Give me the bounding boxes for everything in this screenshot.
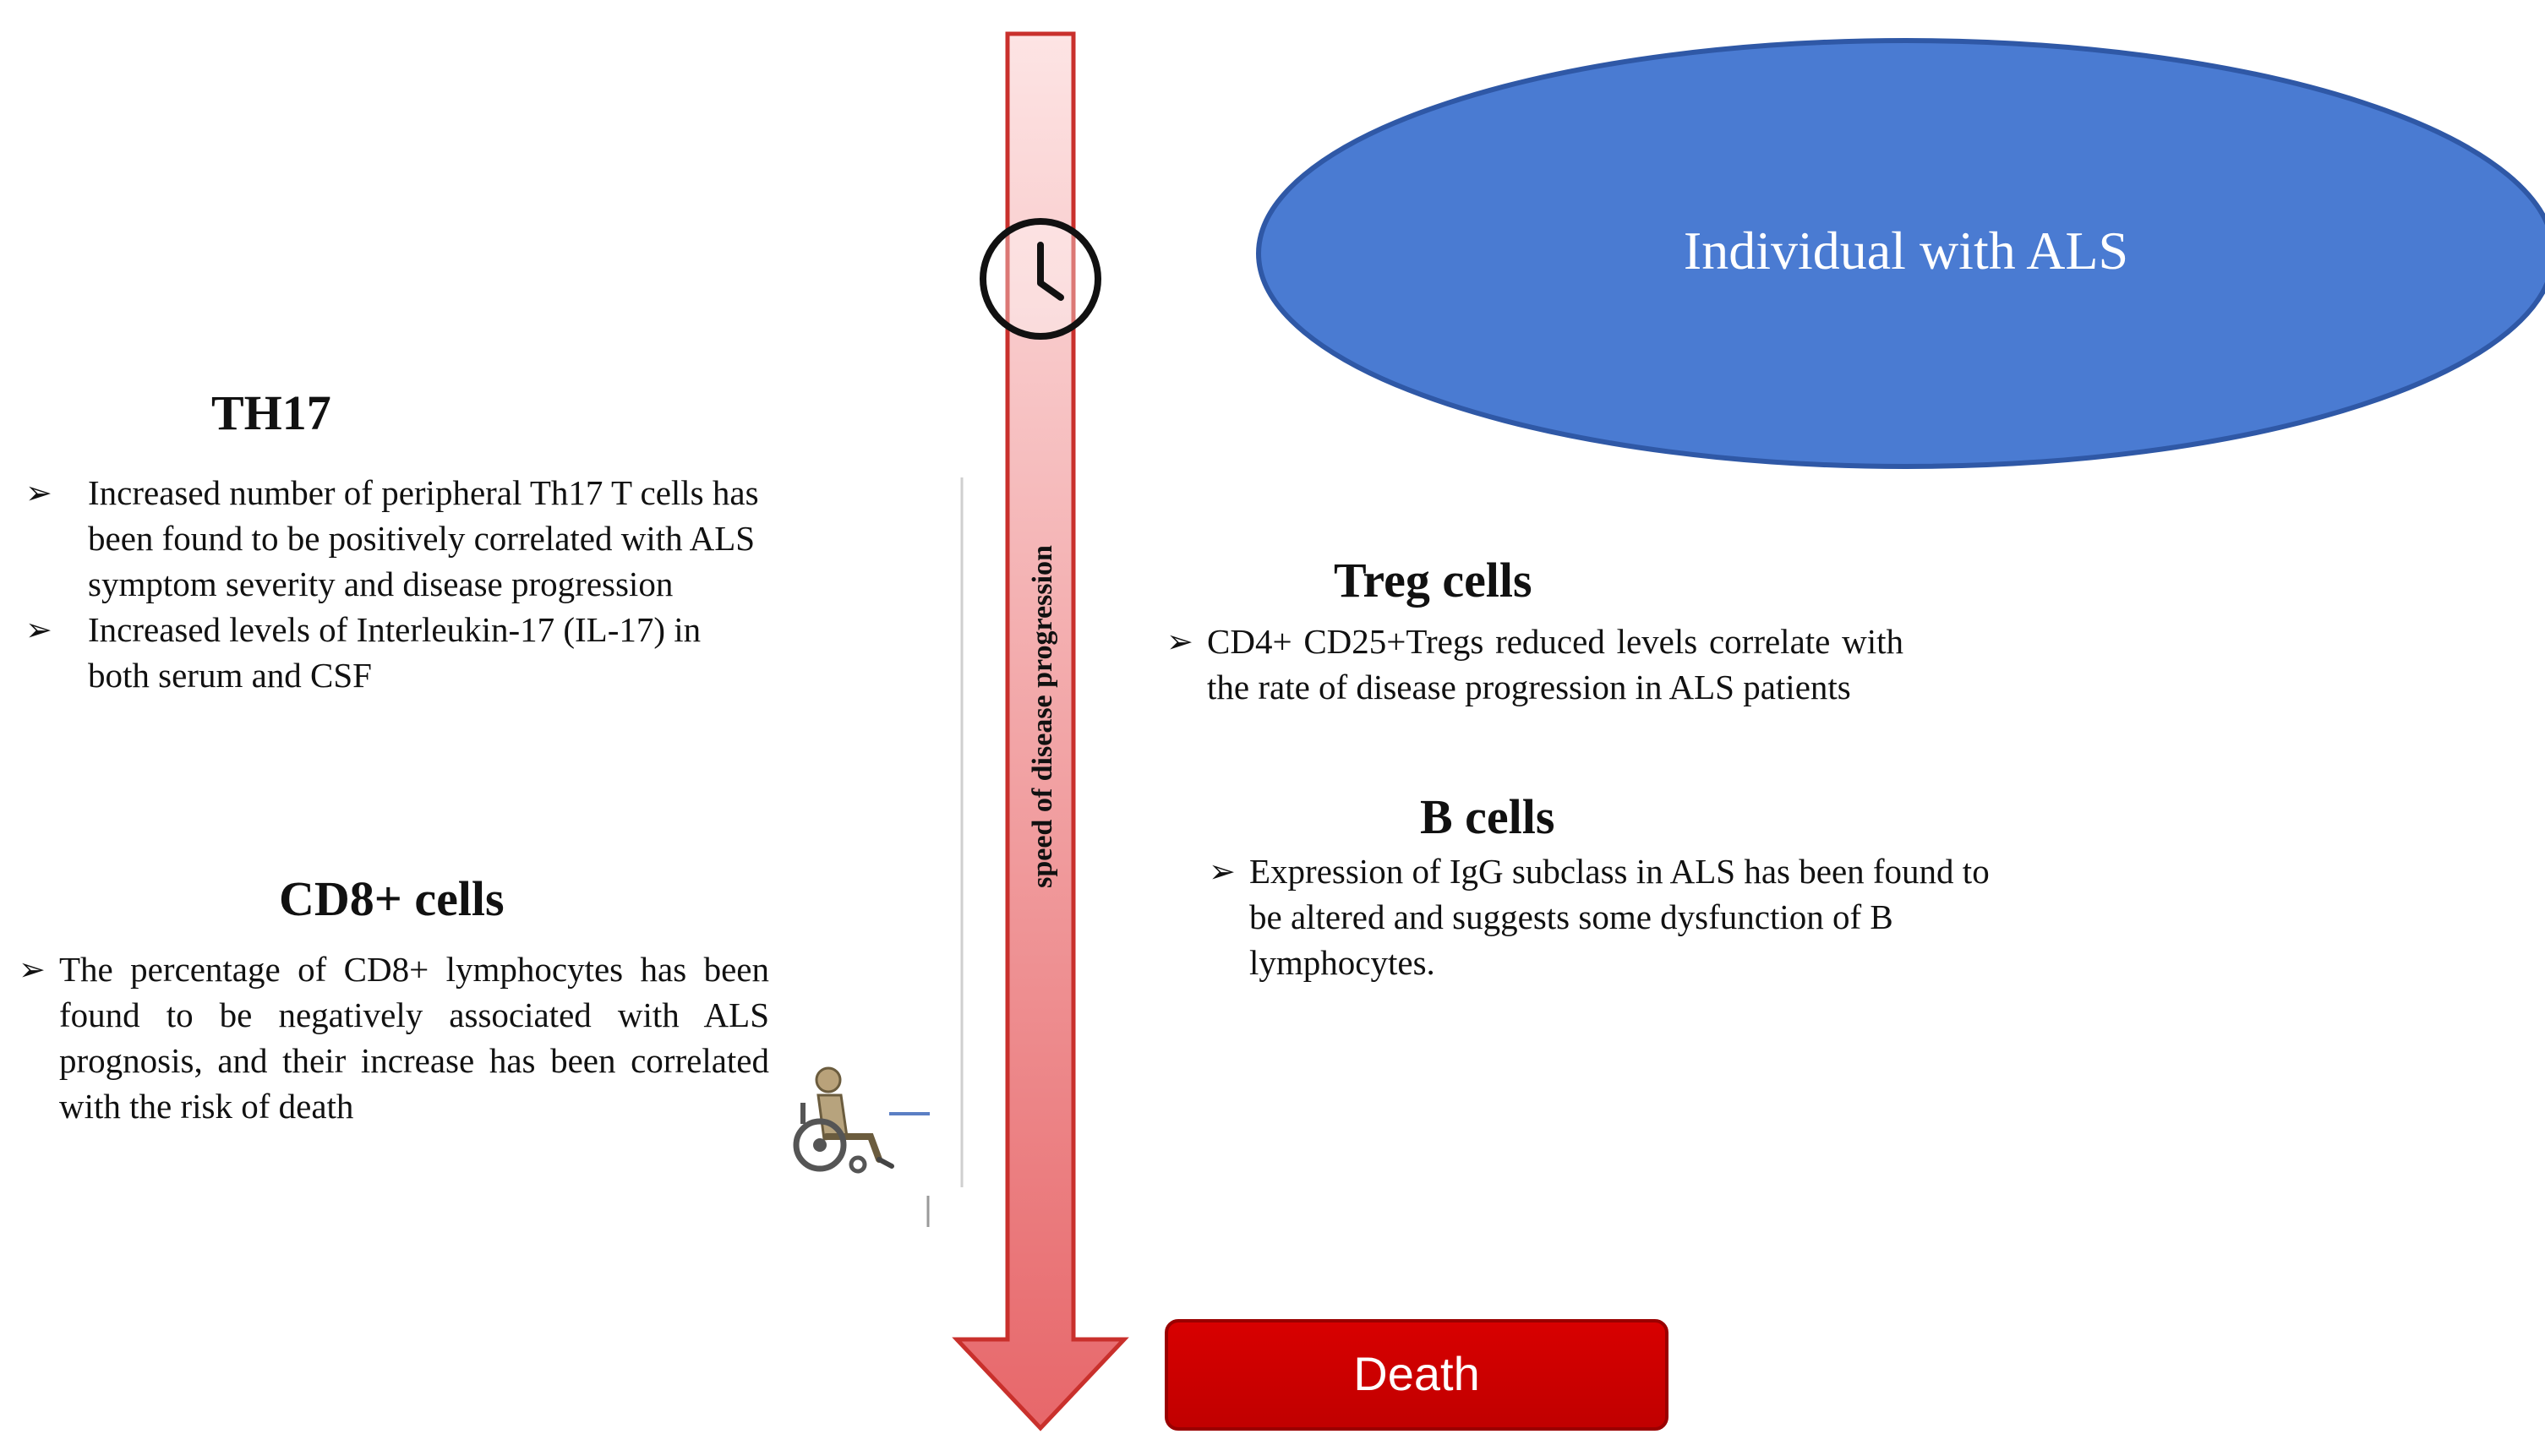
cd8-list: ➢ The percentage of CD8+ lymphocytes has…: [19, 946, 769, 1129]
wheelchair-icon: [793, 1066, 894, 1174]
cd8-item-1: The percentage of CD8+ lymphocytes has b…: [59, 950, 769, 1126]
list-item: ➢ The percentage of CD8+ lymphocytes has…: [19, 946, 769, 1129]
th17-title: TH17: [211, 385, 331, 440]
treg-title: Treg cells: [1334, 553, 1532, 608]
th17-item-1: Increased number of peripheral Th17 T ce…: [88, 473, 759, 603]
death-box: Death: [1165, 1319, 1668, 1431]
list-item: ➢ Expression of IgG subclass in ALS has …: [1209, 848, 2020, 985]
individual-ellipse: Individual with ALS: [1256, 38, 2545, 469]
timeline-label: speed of disease progression: [1027, 545, 1058, 888]
arrow-bullet-icon: ➢: [1166, 623, 1193, 660]
treg-list: ➢ CD4+ CD25+Tregs reduced levels correla…: [1166, 619, 1903, 710]
bcells-list: ➢ Expression of IgG subclass in ALS has …: [1209, 848, 2020, 985]
ellipse-label: Individual with ALS: [1684, 221, 2128, 281]
arrow-bullet-icon: ➢: [19, 951, 46, 988]
bcells-title: B cells: [1420, 789, 1555, 844]
th17-item-2: Increased levels of Interleukin-17 (IL-1…: [88, 610, 702, 695]
timeline-arrow: [952, 31, 1129, 1431]
clock-icon: [980, 218, 1101, 340]
arrow-bullet-icon: ➢: [1209, 853, 1236, 890]
list-item: ➢ CD4+ CD25+Tregs reduced levels correla…: [1166, 619, 1903, 710]
list-item: ➢ Increased levels of Interleukin-17 (IL…: [19, 607, 762, 698]
arrow-bullet-icon: ➢: [25, 474, 52, 511]
treg-item-1: CD4+ CD25+Tregs reduced levels correlate…: [1207, 622, 1903, 706]
arrow-bullet-icon: ➢: [25, 611, 52, 648]
cd8-title: CD8+ cells: [279, 871, 505, 926]
bcells-item-1: Expression of IgG subclass in ALS has be…: [1249, 852, 1990, 982]
th17-list: ➢ Increased number of peripheral Th17 T …: [19, 470, 762, 698]
death-label: Death: [1353, 1347, 1479, 1400]
list-item: ➢ Increased number of peripheral Th17 T …: [19, 470, 762, 607]
